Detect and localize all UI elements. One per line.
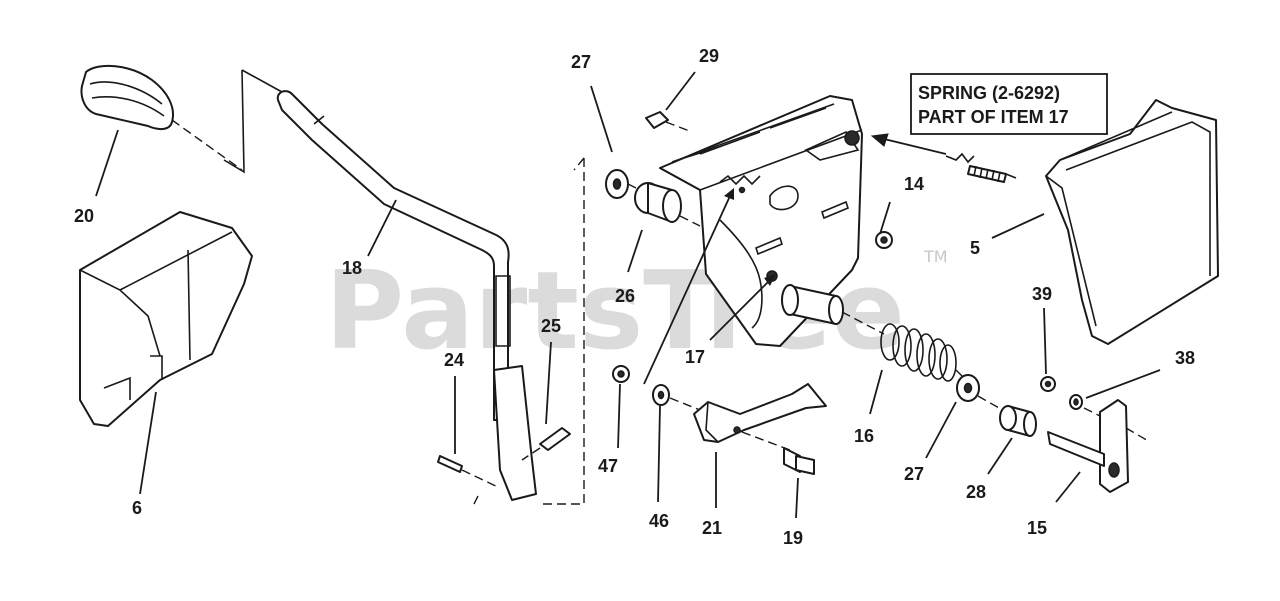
part-shaft	[781, 284, 885, 335]
callout-17: 17	[685, 347, 705, 367]
leader-lines	[95, 71, 1161, 519]
part-cover-6	[79, 211, 253, 427]
callout-27-bottom: 27	[904, 464, 924, 484]
part-washer-38	[1069, 394, 1101, 417]
callout-28: 28	[966, 482, 986, 502]
leader-arrow-47-to-bracket	[643, 188, 734, 385]
dash-washer-to-bushing	[627, 183, 641, 191]
part-spring-small	[945, 152, 1017, 183]
note-frame	[910, 73, 1108, 135]
callout-14: 14	[904, 174, 924, 194]
part-washer-46	[652, 384, 701, 411]
callout-18: 18	[342, 258, 362, 278]
callout-47: 47	[598, 456, 618, 476]
part-lever-18	[223, 69, 537, 501]
callout-38: 38	[1175, 348, 1195, 368]
callout-21: 21	[702, 518, 722, 538]
dash-alignment-top	[573, 157, 585, 171]
note-arrow	[870, 133, 947, 155]
callout-16: 16	[854, 426, 874, 446]
dash-alignment-vertical	[540, 158, 585, 505]
note-line-2: PART OF ITEM 17	[918, 107, 1069, 127]
part-bushing-26	[634, 182, 682, 223]
spring-note-box: SPRING (2-6292) PART OF ITEM 17	[910, 73, 1108, 135]
callout-6: 6	[132, 498, 142, 518]
callout-5: 5	[970, 238, 980, 258]
part-nut-47	[612, 365, 630, 383]
note-line-1: SPRING (2-6292)	[918, 83, 1060, 103]
leader-arrow-17	[709, 274, 776, 341]
dash-lever-bottom	[471, 495, 479, 509]
part-screw-24	[437, 455, 501, 489]
part-bolt-19	[783, 447, 815, 475]
callout-27-top: 27	[571, 52, 591, 72]
callout-26: 26	[615, 286, 635, 306]
part-knob-20	[80, 64, 174, 131]
part-nut-39	[1040, 376, 1056, 392]
dash-knob-to-lever	[171, 119, 243, 171]
part-bushing-28	[999, 405, 1037, 437]
part-cover-5	[1045, 99, 1219, 345]
callout-19: 19	[783, 528, 803, 548]
callout-39: 39	[1032, 284, 1052, 304]
part-screw-25	[521, 427, 571, 461]
callout-20: 20	[74, 206, 94, 226]
dash-bushing-to-bracket	[679, 215, 701, 227]
part-nut-14	[875, 231, 893, 249]
part-washer-27-right	[956, 374, 1007, 413]
callout-24: 24	[444, 350, 464, 370]
callout-labels: 20 6 18 24 25 27 29 26 17 14 5 39 38 15 …	[74, 46, 1195, 548]
part-spring-16	[880, 323, 965, 382]
callout-46: 46	[649, 511, 669, 531]
part-bracket-21	[693, 383, 827, 451]
watermark-tm: TM	[923, 247, 948, 266]
part-bracket-15	[1047, 399, 1151, 493]
part-bolt-29	[645, 111, 693, 133]
callout-15: 15	[1027, 518, 1047, 538]
part-washer-27-top	[605, 169, 629, 199]
callout-25: 25	[541, 316, 561, 336]
callout-29: 29	[699, 46, 719, 66]
